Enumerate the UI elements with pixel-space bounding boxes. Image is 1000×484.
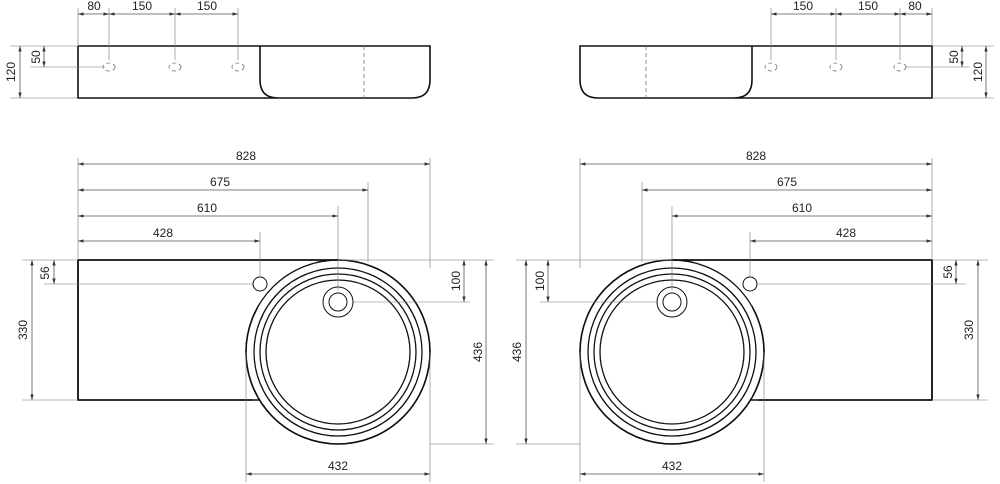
dim-150-b: 150 [858,0,878,13]
dim-120: 120 [4,62,18,82]
dim-828: 828 [236,149,256,163]
dim-432: 432 [328,459,348,473]
elevation-right-body [579,45,933,99]
dim-330: 330 [16,320,30,340]
elevation-right-hole-2 [829,62,843,72]
dim-56: 56 [941,265,955,279]
plan-left-tap-hole [252,276,268,292]
elevation-right: 150 150 80 50 120 [579,0,994,99]
plan-right: 828 675 610 428 432 56 330 100 436 [510,149,988,482]
dim-675: 675 [210,175,230,189]
dim-100: 100 [533,271,547,291]
dim-428: 428 [836,226,856,240]
dim-432: 432 [662,459,682,473]
dim-610: 610 [792,201,812,215]
dim-56: 56 [38,266,52,280]
dim-330: 330 [962,320,976,340]
dim-436: 436 [471,342,485,362]
plan-left-drain-inner [328,292,348,312]
dim-610: 610 [197,201,217,215]
elevation-right-hole-1 [764,62,778,72]
dim-100: 100 [449,271,463,291]
dim-120: 120 [971,62,985,82]
dim-50: 50 [29,50,43,64]
dim-80: 80 [87,0,101,13]
plan-right-tap-hole [742,276,758,292]
dim-675: 675 [777,175,797,189]
elevation-left-body [77,45,431,99]
dim-150-a: 150 [793,0,813,13]
elevation-left-hole-3 [231,62,245,72]
plan-left: 828 675 610 428 432 56 330 100 436 [16,149,494,482]
dim-428: 428 [153,226,173,240]
elevation-left: 80 150 150 50 120 [4,0,431,99]
elevation-left-hole-2 [168,62,182,72]
plan-right-drain-inner [662,292,682,312]
dim-50: 50 [947,50,961,64]
dim-436: 436 [510,342,524,362]
dim-80: 80 [908,0,922,13]
dim-150-b: 150 [197,0,217,13]
dim-150-a: 150 [132,0,152,13]
dim-828: 828 [746,149,766,163]
